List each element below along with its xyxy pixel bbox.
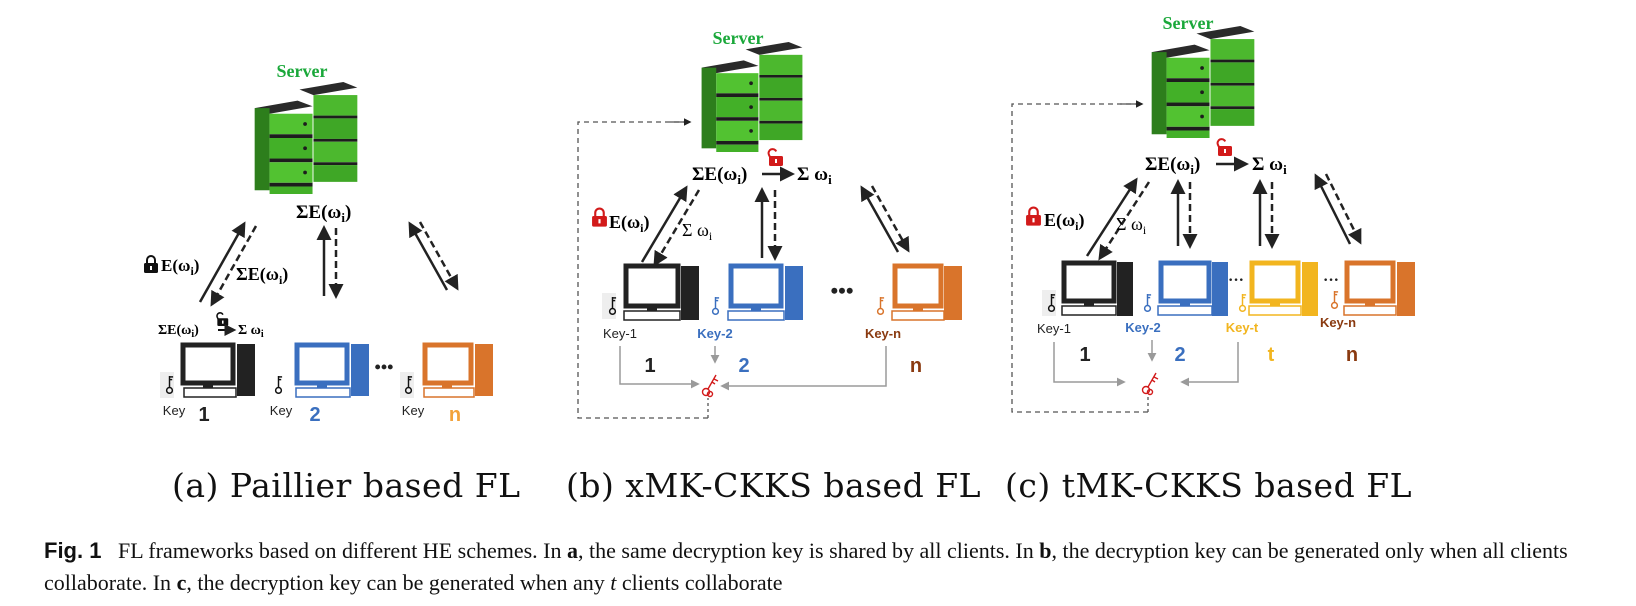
unlock-icon (215, 312, 229, 326)
client-number: 1 (198, 404, 209, 426)
ellipsis: ··· (1323, 272, 1339, 289)
key-label: Key-t (1226, 320, 1259, 335)
client-2: Key-2 2 (697, 263, 803, 377)
key-icon (1238, 293, 1247, 313)
key-label: Key (163, 403, 186, 418)
svg-text:ΣE(ωi): ΣE(ωi) (158, 323, 199, 340)
upload-arrow (1314, 173, 1352, 245)
panel-a: Server ΣE(ωi) E(ωi) ΣE(ωi) ΣE(ωi) Σ ωi (143, 61, 493, 426)
subcaption-a: (a) Paillier based FL (172, 466, 521, 505)
download-arrow (1324, 173, 1362, 245)
client-number: n (1346, 344, 1358, 366)
client-n: Key-n n (865, 263, 962, 377)
key-label: Key-1 (1037, 321, 1071, 336)
lock-icon (1025, 206, 1042, 226)
client-number: 2 (1174, 344, 1185, 366)
download-arrow (418, 221, 459, 291)
key-label: Key (270, 403, 293, 418)
lock-icon (143, 255, 159, 273)
client-number: 2 (309, 404, 320, 426)
figure-caption: Fig. 1 FL frameworks based on different … (44, 538, 1568, 595)
master-key-icon (701, 374, 719, 398)
key-label: Key-n (1320, 315, 1356, 330)
download-arrow (653, 189, 701, 267)
svg-text:E(ωi): E(ωi) (609, 212, 650, 235)
client-1: 1 Key (160, 342, 255, 426)
server-icon (254, 82, 358, 194)
client-1: Key-1 1 (602, 263, 699, 377)
server-label: Server (277, 61, 328, 81)
svg-text:ΣE(ωi): ΣE(ωi) (236, 264, 288, 287)
server-icon (1151, 26, 1255, 138)
svg-text:ΣE(ωi): ΣE(ωi) (692, 164, 747, 187)
client-number: 1 (644, 355, 655, 377)
key-label: Key-2 (1125, 320, 1160, 335)
subcaption-c: (c) tMK-CKKS based FL (1005, 466, 1413, 505)
key-icon (711, 296, 720, 316)
key-label: Key-2 (697, 326, 732, 341)
ellipsis: ••• (375, 357, 394, 377)
server-label: Server (713, 28, 764, 48)
client-n: n Key (400, 342, 493, 426)
figure-label: Fig. 1 (44, 538, 102, 563)
svg-text:E(ωi): E(ωi) (161, 256, 199, 278)
server-icon (701, 42, 803, 152)
unlock-icon (766, 148, 785, 166)
client-number: n (449, 404, 461, 426)
download-arrow (1098, 181, 1151, 261)
key-icon (274, 375, 283, 395)
client-number: n (910, 355, 922, 377)
panel-c: Server ΣE(ωi) Σ ωi E(ωi) Σ ωi (1011, 13, 1415, 413)
svg-text:Σ ωi: Σ ωi (682, 220, 713, 243)
ellipsis: ••• (830, 278, 853, 303)
unlock-icon (1215, 138, 1234, 156)
server-label: Server (1163, 13, 1214, 33)
client-n: Key-n n (1320, 260, 1415, 366)
svg-text:Σ ωi: Σ ωi (1252, 154, 1287, 177)
master-key-icon (1141, 372, 1159, 396)
svg-text:Σ ωi: Σ ωi (238, 323, 264, 340)
upload-arrow (640, 185, 688, 263)
key-icon (1330, 290, 1339, 310)
key-label: Key-n (865, 326, 901, 341)
upload-arrow (408, 221, 449, 291)
client-1: Key-1 1 (1037, 260, 1133, 366)
key-label: Key (402, 403, 425, 418)
client-2: Key-2 2 (1125, 260, 1228, 366)
panel-b: Server ΣE(ωi) Σ ωi E(ωi) Σ ωi (577, 28, 962, 419)
upload-arrow (198, 221, 246, 303)
lock-icon (591, 207, 608, 227)
download-arrow (210, 225, 258, 307)
client-number: t (1268, 344, 1275, 366)
upload-arrow (1085, 177, 1138, 257)
key-icon (1143, 293, 1152, 313)
svg-text:E(ωi): E(ωi) (1044, 210, 1085, 233)
svg-text:Σ ωi: Σ ωi (797, 164, 832, 187)
ellipsis: ··· (1228, 272, 1244, 289)
subcaption-b: (b) xMK-CKKS based FL (566, 466, 982, 505)
client-number: 1 (1079, 344, 1090, 366)
key-label: Key-1 (603, 326, 637, 341)
client-t: Key-t t (1226, 260, 1318, 366)
sum-enc-label: ΣE(ω (296, 202, 341, 223)
download-arrow (870, 185, 910, 253)
upload-arrow (860, 185, 900, 253)
svg-text:Σ ωi: Σ ωi (1116, 214, 1147, 237)
svg-text:ΣE(ωi): ΣE(ωi) (1145, 154, 1200, 177)
key-icon (876, 296, 885, 316)
client-number: 2 (738, 355, 749, 377)
svg-text:ΣE(ωi): ΣE(ωi) (296, 202, 351, 225)
client-2: 2 Key (270, 342, 369, 426)
